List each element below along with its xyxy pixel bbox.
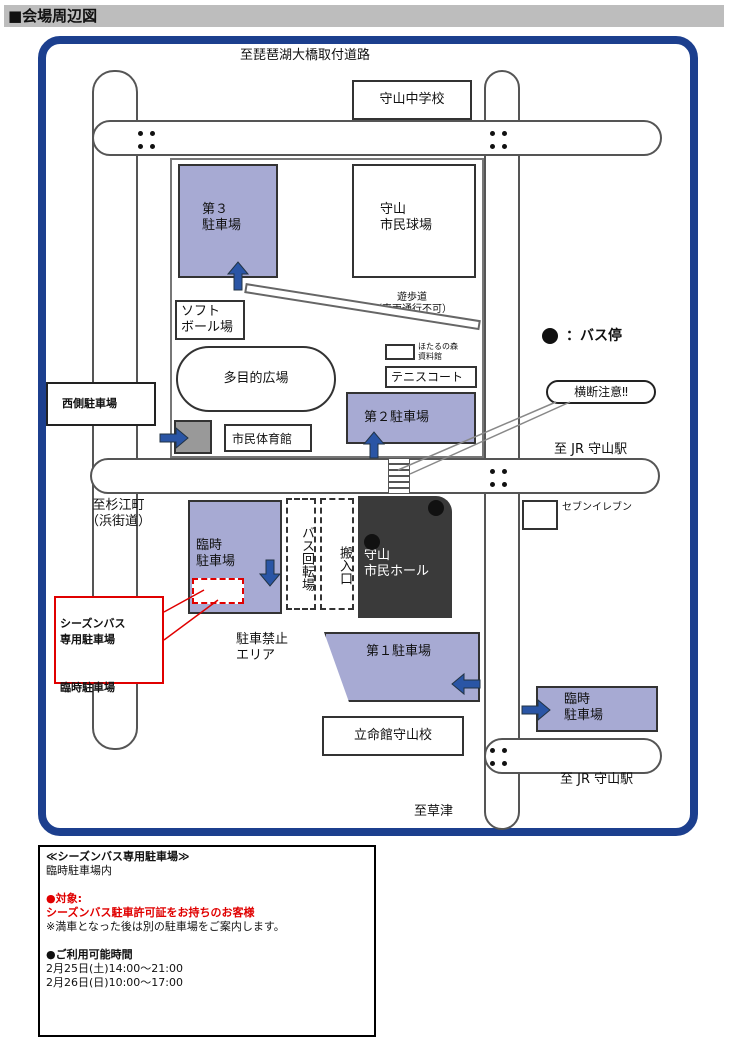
intersection-dot xyxy=(490,761,495,766)
west-parking-callout: 西側駐車場 xyxy=(46,382,156,426)
road-bottom-horizontal xyxy=(484,738,662,774)
crosswalk-pointer xyxy=(397,401,571,475)
to-kusatsu: 至草津 xyxy=(414,804,454,819)
intersection-dot xyxy=(502,748,507,753)
parking-lot-3: 第３ 駐車場 xyxy=(178,164,278,278)
info-panel: ≪シーズンバス専用駐車場≫ 臨時駐車場内 ●対象: シーズンバス駐車許可証をお持… xyxy=(38,845,376,1037)
to-jr-moriyama-2: 至 JR 守山駅 xyxy=(560,772,634,787)
bus-stop xyxy=(364,534,380,550)
arrow-down-icon xyxy=(258,559,282,587)
moriyama-civic-hall: 守山 市民ホール xyxy=(358,496,452,618)
arrow-left-icon xyxy=(451,672,481,696)
intersection-dot xyxy=(138,144,143,149)
softball-field: ソフト ボール場 xyxy=(175,300,245,340)
info-title: ≪シーズンバス専用駐車場≫ xyxy=(46,850,190,863)
intersection-dot xyxy=(150,144,155,149)
temp-lot-label: 臨時駐車場 xyxy=(60,681,115,694)
intersection-dot xyxy=(502,469,507,474)
info-target-label: ●対象: xyxy=(46,892,82,905)
info-hours-2: 2月26日(日)10:00～17:00 xyxy=(46,976,183,989)
no-parking-area: 駐車禁止 エリア xyxy=(236,632,289,663)
ritsumeikan-moriyama: 立命館守山校 xyxy=(322,716,464,756)
parking-lot-1: 第１駐車場 xyxy=(324,632,480,702)
arrow-up-icon xyxy=(362,431,386,459)
to-jr-moriyama-1: 至 JR 守山駅 xyxy=(554,442,628,457)
hotaru-museum: ほたるの森 資料館 xyxy=(418,342,458,361)
intersection-dot xyxy=(490,144,495,149)
info-note: ※満車となった後は別の駐車場をご案内します。 xyxy=(46,920,285,933)
intersection-dot xyxy=(490,131,495,136)
parking-lot-2: 第２駐車場 xyxy=(346,392,476,444)
intersection-dot xyxy=(502,131,507,136)
season-bus-pointer xyxy=(163,589,219,641)
crosswalk-caution: 横断注意‼ xyxy=(546,380,656,404)
map-frame xyxy=(38,36,698,836)
intersection-dot xyxy=(138,131,143,136)
bus-stop-legend-dot xyxy=(542,328,558,344)
intersection-dot xyxy=(490,748,495,753)
bus-stop-legend: ：バス停 xyxy=(566,328,622,344)
season-bus-lot-label: シーズンバス 専用駐車場 xyxy=(60,617,126,646)
to-sugie-label: 至杉江町 （浜街道） xyxy=(86,498,152,529)
loading-entrance: 搬入口 xyxy=(320,498,354,610)
intersection-dot xyxy=(502,482,507,487)
city-gymnasium: 市民体育館 xyxy=(224,424,312,452)
road-middle-horizontal xyxy=(90,458,660,494)
multipurpose-plaza: 多目的広場 xyxy=(176,346,336,412)
info-hours-label: ●ご利用可能時間 xyxy=(46,948,133,961)
intersection-dot xyxy=(502,144,507,149)
bus-stop xyxy=(428,500,444,516)
intersection-dot xyxy=(490,469,495,474)
tennis-court: テニスコート xyxy=(385,366,477,388)
arrow-right-icon xyxy=(521,698,551,722)
arrow-right-icon xyxy=(159,426,189,450)
season-bus-callout: シーズンバス 専用駐車場 臨時駐車場 xyxy=(54,596,164,694)
info-location: 臨時駐車場内 xyxy=(46,864,112,877)
road-top-horizontal xyxy=(92,120,662,156)
page-title: ■会場周辺図 xyxy=(4,5,724,27)
moriyama-ballpark: 守山 市民球場 xyxy=(352,164,476,278)
bus-turnaround: バス回転場 xyxy=(286,498,316,610)
info-hours-1: 2月25日(土)14:00～21:00 xyxy=(46,962,183,975)
temporary-parking-right: 臨時 駐車場 xyxy=(536,686,658,732)
info-target-text: シーズンバス駐車許可証をお持ちのお客様 xyxy=(46,906,255,919)
intersection-dot xyxy=(490,482,495,487)
arrow-up-icon xyxy=(226,261,250,291)
intersection-dot xyxy=(150,131,155,136)
road-right-vertical xyxy=(484,70,520,830)
seven-eleven: セブンイレブン xyxy=(562,502,632,513)
hotaru-museum-marker xyxy=(385,344,415,360)
seven-eleven-marker xyxy=(522,500,558,530)
intersection-dot xyxy=(502,761,507,766)
road-label-top: 至琵琶湖大橋取付道路 xyxy=(240,48,371,63)
moriyama-junior-high: 守山中学校 xyxy=(352,80,472,120)
